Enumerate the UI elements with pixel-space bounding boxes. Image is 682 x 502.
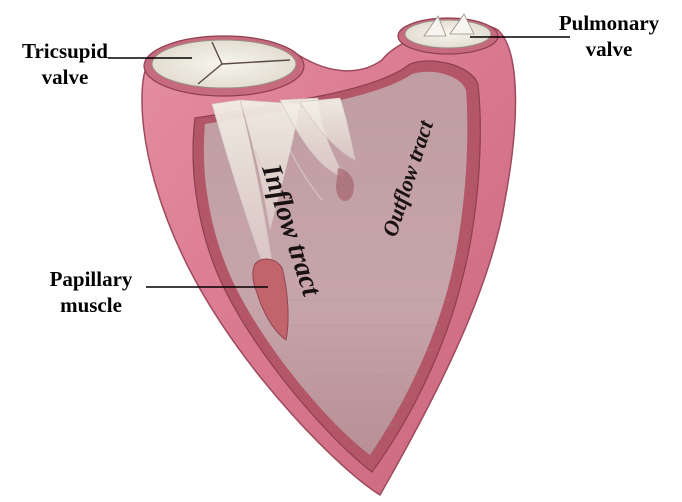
papillary-label-line1: Papillary bbox=[26, 266, 156, 292]
papillary-muscle-label: Papillary muscle bbox=[26, 266, 156, 318]
tricuspid-label-line2: valve bbox=[10, 64, 120, 90]
pulmonary-label-line2: valve bbox=[536, 36, 682, 62]
pulmonary-label-line1: Pulmonary bbox=[536, 10, 682, 36]
tricuspid-label-line1: Tricsupid bbox=[10, 38, 120, 64]
tricuspid-valve-label: Tricsupid valve bbox=[10, 38, 120, 90]
pulmonary-valve-label: Pulmonary valve bbox=[536, 10, 682, 62]
pulmonary-valve-leaflets bbox=[405, 20, 491, 48]
papillary-label-line2: muscle bbox=[26, 292, 156, 318]
